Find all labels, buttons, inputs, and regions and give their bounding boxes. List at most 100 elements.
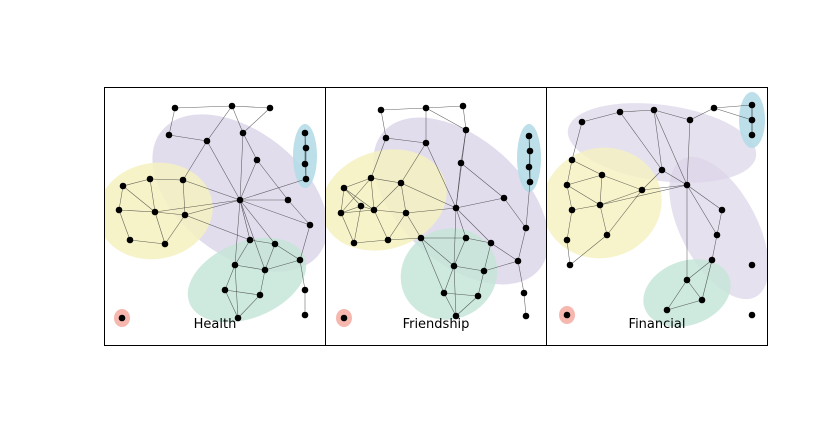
cluster-purple-community-right [669, 156, 767, 300]
graph-edge [264, 259, 301, 271]
graph-edge [274, 243, 301, 261]
graph-edge [224, 264, 236, 291]
graph-node [181, 211, 189, 219]
graph-edge [149, 178, 184, 181]
graph-edge [713, 107, 753, 121]
graph-edge [168, 134, 208, 142]
graph-node [382, 134, 390, 142]
graph-node [126, 236, 134, 244]
graph-node [296, 256, 304, 264]
graph-node [457, 159, 465, 167]
graph-node [487, 239, 495, 247]
graph-edge [477, 270, 485, 297]
graph-edge [566, 184, 601, 206]
graph-node [266, 104, 274, 112]
graph-node [525, 163, 533, 171]
graph-edge [566, 174, 603, 186]
graph-edge [443, 292, 457, 317]
graph-node [377, 106, 385, 114]
graph-node [301, 160, 309, 168]
graph-edge [242, 132, 258, 161]
graph-edge [455, 207, 492, 244]
graph-node [256, 291, 264, 299]
graph-node [713, 231, 721, 239]
graph-edge [239, 199, 266, 271]
graph-edge [641, 184, 688, 191]
graph-node [301, 129, 309, 137]
graph-node [748, 311, 756, 319]
graph-edge [239, 132, 244, 201]
graph-node [422, 139, 430, 147]
graph-edge [571, 121, 583, 161]
graph-edge [653, 109, 691, 121]
graph-node [698, 296, 706, 304]
graph-edge [599, 189, 643, 206]
graph-node [301, 286, 309, 294]
graph-edge [370, 177, 375, 211]
graph-edge [653, 109, 663, 171]
graph-edge [686, 184, 718, 236]
network-panel-friendship: Friendship [326, 87, 547, 346]
graph-node [261, 266, 269, 274]
cluster-teal-community [187, 237, 307, 323]
graph-node [306, 221, 314, 229]
graph-node [568, 156, 576, 164]
graph-edge [234, 264, 239, 319]
graph-edge [661, 169, 688, 186]
graph-node [228, 102, 236, 110]
graph-node [683, 276, 691, 284]
graph-node [302, 175, 310, 183]
graph-edge [239, 178, 307, 201]
graph-node [384, 236, 392, 244]
graph-node [203, 137, 211, 145]
graph-edge [129, 239, 166, 245]
graph-edge [566, 209, 573, 241]
graph-node [748, 101, 756, 109]
graph-edge [340, 209, 375, 214]
graph-edge [380, 107, 427, 111]
graph-edge [653, 109, 688, 186]
graph-node [526, 147, 534, 155]
graph-edge [641, 169, 663, 191]
graph-edge [566, 239, 571, 266]
graph-node [165, 131, 173, 139]
panel-label-friendship: Friendship [403, 317, 470, 332]
graph-edge [154, 211, 186, 216]
graph-node [563, 181, 571, 189]
graph-node [302, 144, 310, 152]
graph-node [284, 196, 292, 204]
graph-edge [234, 264, 266, 271]
graph-edge [566, 159, 573, 186]
graph-node [239, 129, 247, 137]
graph-edge [686, 184, 723, 211]
graph-edge [571, 204, 601, 211]
graph-edge [566, 184, 573, 211]
graph-edge [517, 227, 527, 262]
graph-edge [453, 265, 457, 317]
graph-node [340, 184, 348, 192]
graph-edge [231, 105, 271, 109]
graph-edge [420, 237, 455, 267]
graph-node [246, 236, 254, 244]
graph-node [598, 171, 606, 179]
graph-node [118, 314, 126, 322]
graph-edge [400, 182, 407, 214]
graph-node [566, 261, 574, 269]
graph-node [340, 314, 348, 322]
graph-node [350, 239, 358, 247]
graph-edge [206, 105, 233, 142]
graph-node [522, 312, 530, 320]
graph-node [151, 208, 159, 216]
graph-edge [353, 239, 389, 244]
graph-node [370, 206, 378, 214]
graph-edge [483, 242, 492, 272]
graph-node [119, 182, 127, 190]
graph-edge [525, 181, 531, 229]
graph-edge [259, 269, 266, 296]
graph-node [708, 256, 716, 264]
graph-edge [713, 104, 753, 109]
graph-node [522, 224, 530, 232]
graph-edge [483, 260, 519, 272]
graph-edge [420, 237, 445, 294]
graph-edge [174, 105, 233, 109]
